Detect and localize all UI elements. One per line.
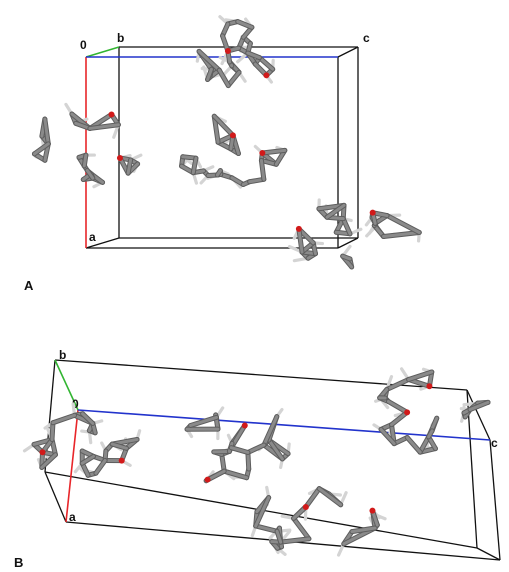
oxygen-atom xyxy=(118,457,125,464)
bond xyxy=(386,399,409,414)
axis-b-line-b xyxy=(54,359,79,411)
bond xyxy=(246,450,251,471)
axis-b-label-a: b xyxy=(117,31,124,45)
axis-b-line xyxy=(85,46,120,58)
axis-c-label-a: c xyxy=(363,31,370,45)
axis-b-label-b: b xyxy=(59,348,66,362)
bond xyxy=(468,400,490,412)
molecule-b3 xyxy=(372,367,491,455)
bond xyxy=(236,20,254,29)
bond xyxy=(341,217,352,236)
oxygen-atom xyxy=(39,449,46,456)
bond xyxy=(88,123,120,130)
bond xyxy=(212,114,220,144)
bond xyxy=(82,153,88,168)
bond xyxy=(325,203,346,219)
bond xyxy=(189,415,218,427)
bond xyxy=(390,410,409,427)
bond xyxy=(40,453,57,469)
bond xyxy=(229,446,250,454)
oxygen-atom xyxy=(241,422,248,429)
axis-a-line-b xyxy=(65,409,79,523)
molecule-a1 xyxy=(195,15,276,89)
bond xyxy=(246,51,261,60)
bond xyxy=(212,114,235,137)
bond xyxy=(260,148,287,155)
molecule-a3 xyxy=(179,113,288,189)
bond xyxy=(43,117,50,146)
bond xyxy=(81,412,95,425)
axis-a-label-b: a xyxy=(69,510,76,524)
bond xyxy=(279,537,311,544)
molecule-b1 xyxy=(22,402,142,478)
bond xyxy=(85,168,95,180)
oxygen-atom xyxy=(426,383,433,390)
bond xyxy=(385,214,421,234)
bond xyxy=(50,421,55,441)
molecule-a2 xyxy=(31,102,143,189)
oxygen-atom xyxy=(204,476,211,483)
panel-label-b: B xyxy=(14,555,23,570)
panel-a: 0 b c a A xyxy=(24,15,422,293)
molecule-b2 xyxy=(184,406,291,484)
bond xyxy=(341,254,352,261)
bond xyxy=(407,370,434,382)
bond xyxy=(220,452,226,473)
bond xyxy=(418,435,431,454)
bond xyxy=(206,67,213,81)
bond xyxy=(317,487,343,507)
axis-a-label-a: a xyxy=(89,230,96,244)
bond xyxy=(427,429,434,439)
bond xyxy=(191,156,198,175)
oxygen-atom xyxy=(295,225,302,232)
panel-label-a: A xyxy=(24,278,34,293)
bond xyxy=(217,68,230,88)
molecule-a4 xyxy=(287,198,422,270)
bond xyxy=(80,454,95,465)
oxygen-atom xyxy=(302,504,309,511)
bond xyxy=(254,524,279,533)
panel-b: 0 b c a B xyxy=(14,348,501,570)
bond xyxy=(126,158,133,175)
bond xyxy=(110,442,128,450)
bond xyxy=(297,227,304,254)
oxygen-atom xyxy=(224,47,231,54)
bond xyxy=(292,516,311,541)
bond xyxy=(94,458,107,475)
origin-label-b: 0 xyxy=(72,397,79,411)
bond xyxy=(197,49,221,72)
oxygen-atom xyxy=(263,72,270,79)
bond xyxy=(405,436,422,454)
oxygen-atom xyxy=(369,209,376,216)
oxygen-atom xyxy=(259,149,266,156)
bond xyxy=(267,438,284,461)
oxygen-atom xyxy=(116,155,123,162)
bond xyxy=(215,169,222,177)
origin-label-a: 0 xyxy=(80,38,87,52)
axis-c-label-b: c xyxy=(491,436,498,450)
oxygen-atom xyxy=(369,507,376,514)
bond xyxy=(304,487,321,509)
bond xyxy=(275,529,283,544)
bond xyxy=(246,443,266,454)
bond xyxy=(350,526,377,534)
oxygen-atom xyxy=(404,409,411,416)
molecule-b4 xyxy=(250,485,387,557)
bond xyxy=(379,427,396,446)
bond xyxy=(254,496,271,528)
bond xyxy=(259,158,266,181)
bond xyxy=(51,413,77,425)
bond xyxy=(257,56,275,71)
bond xyxy=(226,70,241,88)
bond xyxy=(382,230,421,238)
axis-c-line-b xyxy=(77,409,491,441)
bond xyxy=(385,378,411,391)
bond xyxy=(262,415,279,447)
oxygen-atom xyxy=(229,132,236,139)
bond xyxy=(222,469,249,480)
oxygen-atom xyxy=(108,111,115,118)
bond xyxy=(32,142,50,156)
